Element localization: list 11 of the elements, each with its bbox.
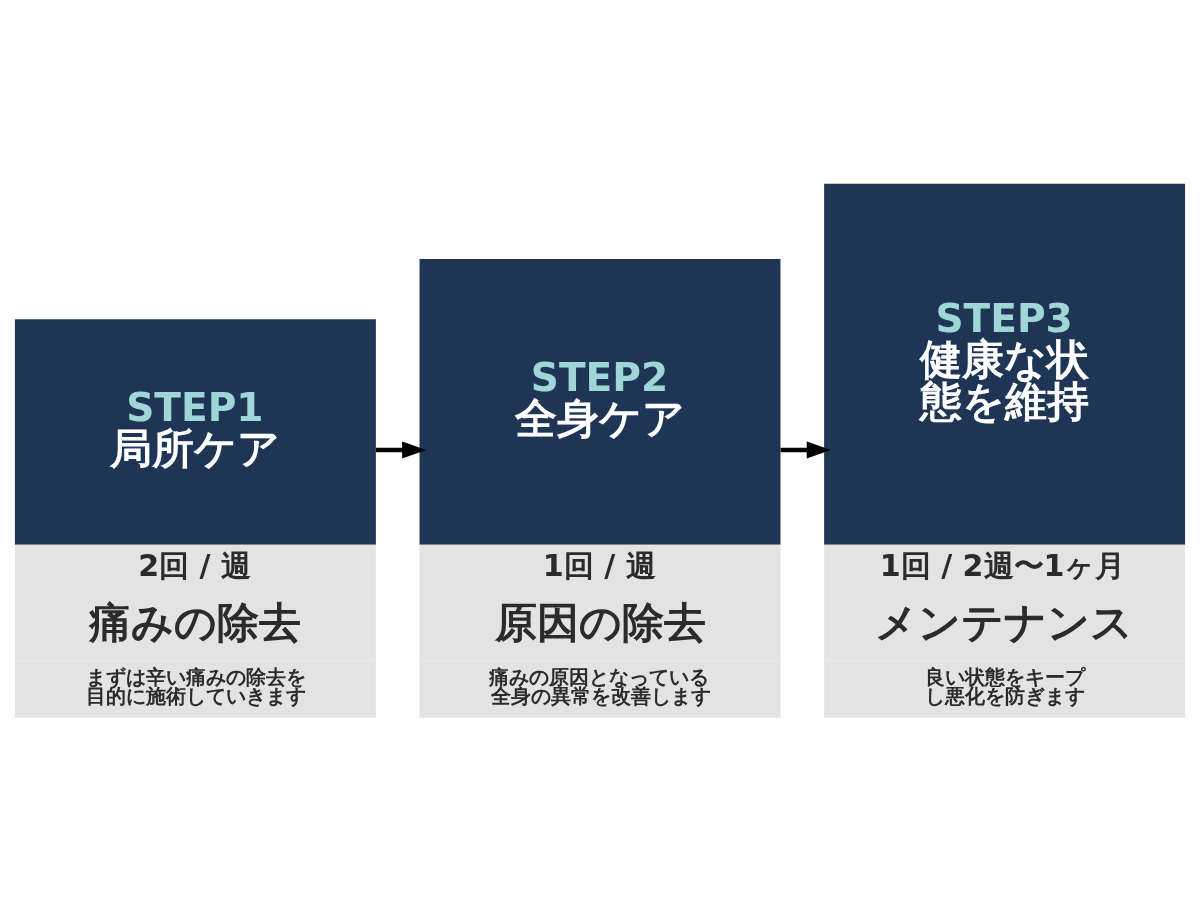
- node-label: 2回 / 週: [138, 548, 252, 584]
- node-label: 良い状態をキープし悪化を防ぎます: [924, 665, 1085, 709]
- node-label: 痛みの原因となっている全身の異常を改善します: [489, 665, 711, 709]
- node-label: まずは辛い痛みの除去を目的に施術していきます: [85, 665, 306, 709]
- arrow: [780, 441, 831, 459]
- node-label: 原因の除去: [494, 598, 706, 648]
- node-label: 1回 / 週: [542, 548, 656, 584]
- node-label: 1回 / 2週〜1ヶ月: [879, 548, 1126, 584]
- node-label: 痛みの除去: [89, 598, 302, 648]
- node-label: メンテナンス: [875, 598, 1134, 648]
- arrow: [375, 441, 427, 459]
